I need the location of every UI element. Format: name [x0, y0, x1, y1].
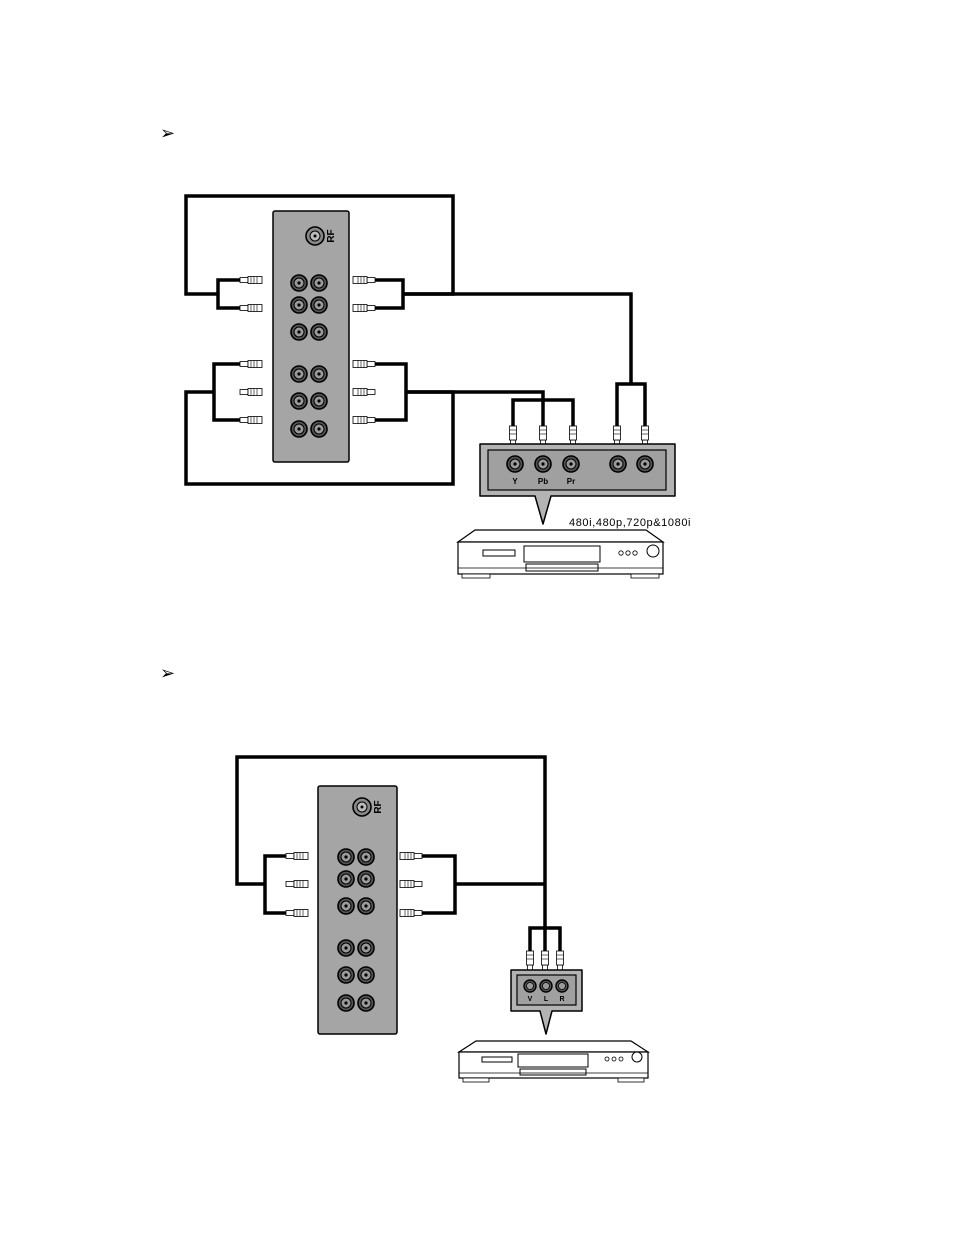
resolution-label: 480i,480p,720p&1080i [569, 517, 691, 529]
pb-label: Pb [538, 477, 548, 486]
component-cable [406, 390, 545, 400]
bullet-marker-2: ➢ [160, 663, 176, 684]
left-clamp-upper [216, 278, 262, 310]
l-label: L [544, 996, 549, 1003]
component-output-box: Y Pb Pr [479, 443, 676, 525]
av-output-box: V L R [510, 969, 583, 1035]
connection-diagram-component: RF [184, 194, 691, 579]
av-loop-cable [235, 755, 547, 928]
bullet-marker-1: ➢ [160, 123, 176, 144]
cables-2 [235, 755, 562, 955]
cables [184, 194, 647, 486]
av-output-plugs [526, 950, 564, 973]
tv-side-panel: RF [239, 210, 376, 463]
rf-connector [305, 226, 325, 246]
av-fork [528, 926, 562, 955]
audio-cable [403, 292, 633, 384]
tv-side-panel-2: RF [285, 785, 423, 1035]
y-label: Y [512, 477, 518, 486]
rf-label-2: RF [373, 800, 384, 813]
dvd-player-1 [456, 529, 665, 579]
right-clamp-upper [353, 278, 405, 310]
r-label: R [559, 996, 564, 1003]
rf-label: RF [326, 229, 337, 242]
pr-label: Pr [567, 477, 575, 486]
left-clamp-lower [212, 362, 262, 422]
dvd-player-2 [456, 1040, 651, 1083]
rf-connector-2 [352, 797, 372, 817]
component-fork [511, 398, 575, 430]
v-label: V [528, 996, 533, 1003]
audio-fork [615, 382, 647, 430]
connection-diagram-av: RF [235, 755, 651, 1083]
